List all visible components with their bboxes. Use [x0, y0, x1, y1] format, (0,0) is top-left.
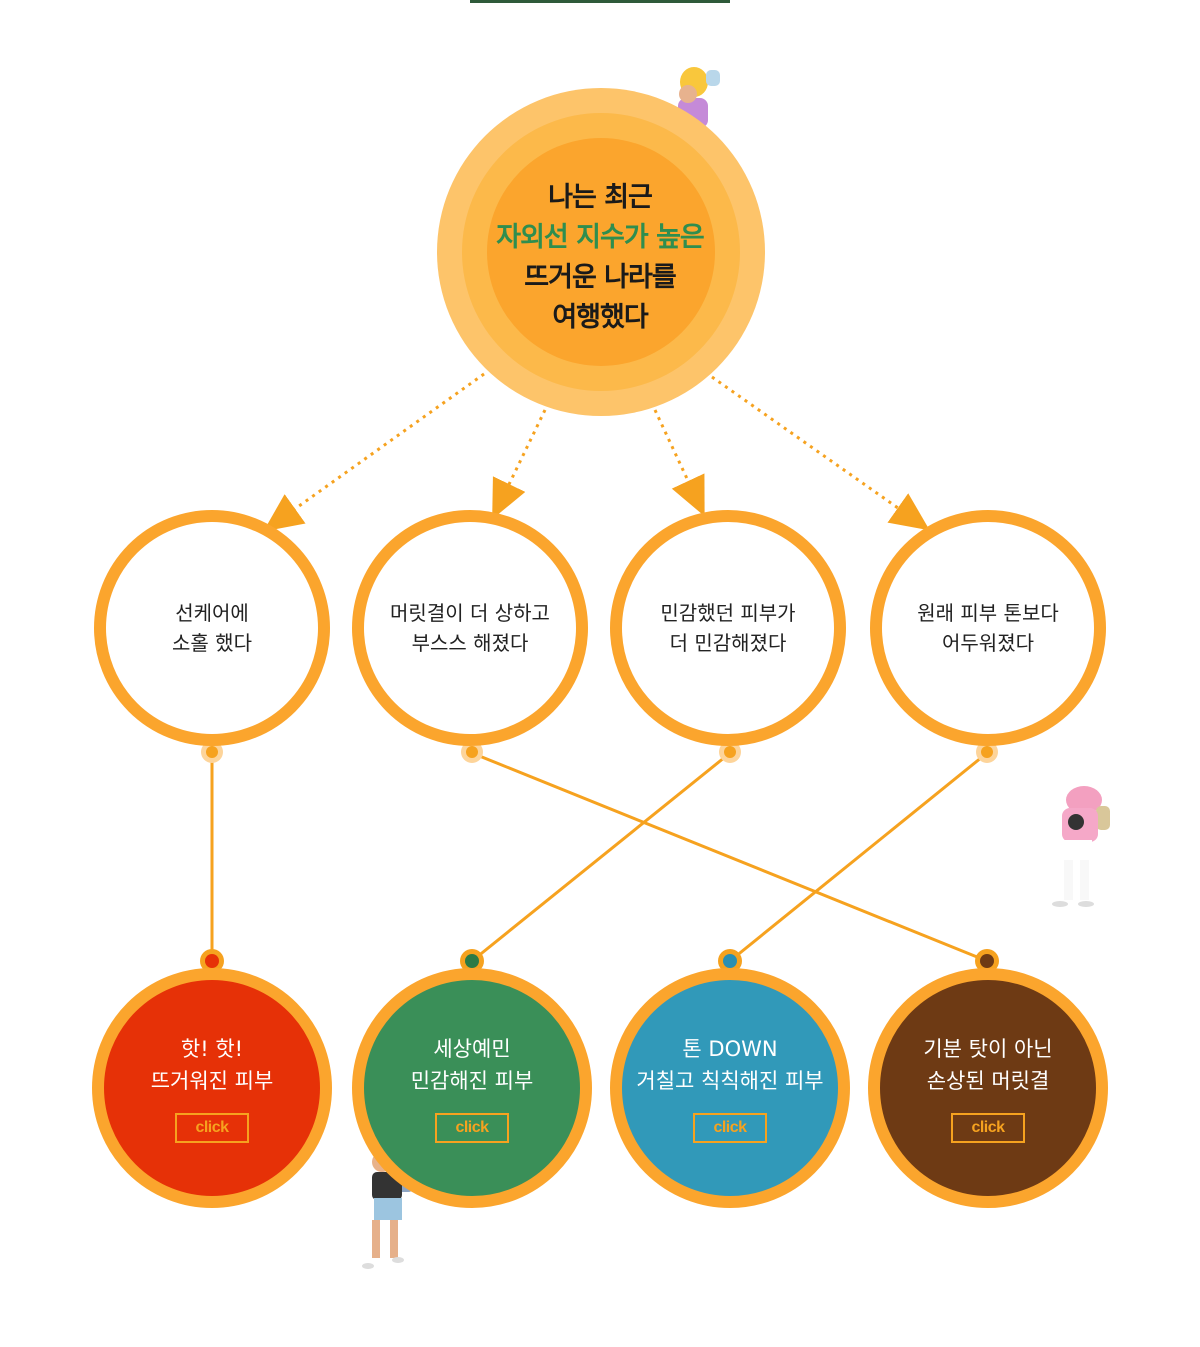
arrow-to-cause-2 [500, 410, 545, 503]
result-circle-damaged-hair[interactable]: 기분 탓이 아닌 손상된 머릿결 click [868, 968, 1108, 1208]
cause-4-line-2: 어두워졌다 [942, 628, 1034, 658]
traveler-figure-right-icon [1052, 786, 1110, 907]
arrow-to-cause-4 [712, 377, 915, 520]
result-2-line-1: 세상예민 [433, 1033, 510, 1065]
cause-circle-4: 원래 피부 톤보다 어두워졌다 [870, 510, 1106, 746]
link-cause2-result4 [472, 753, 987, 961]
hub-title: 나는 최근 자외선 지수가 높은 뜨거운 나라를 여행했다 [440, 178, 760, 338]
click-button-4[interactable]: click [951, 1113, 1025, 1143]
cause-circle-3: 민감했던 피부가 더 민감해졌다 [610, 510, 846, 746]
cause-circle-1: 선케어에 소홀 했다 [94, 510, 330, 746]
link-cause4-result3 [730, 753, 987, 961]
cause-2-line-1: 머릿결이 더 상하고 [390, 598, 550, 628]
link-cause3-result2 [472, 753, 730, 961]
result-1-line-1: 핫! 핫! [181, 1033, 243, 1065]
hub-line-2: 자외선 지수가 높은 [440, 218, 760, 258]
arrow-to-cause-3 [655, 410, 697, 500]
cause-3-line-1: 민감했던 피부가 [660, 598, 795, 628]
cause-dots [201, 741, 998, 763]
hub-line-3: 뜨거운 나라를 [440, 258, 760, 298]
click-button-3[interactable]: click [693, 1113, 767, 1143]
cause-3-line-2: 더 민감해졌다 [670, 628, 787, 658]
result-circle-sensitive-skin[interactable]: 세상예민 민감해진 피부 click [352, 968, 592, 1208]
arrow-to-cause-1 [278, 374, 484, 521]
result-circle-dull-skin[interactable]: 톤 DOWN 거칠고 칙칙해진 피부 click [610, 968, 850, 1208]
click-button-2[interactable]: click [435, 1113, 509, 1143]
hub-line-4: 여행했다 [440, 298, 760, 338]
result-3-line-2: 거칠고 칙칙해진 피부 [636, 1065, 823, 1097]
result-4-line-1: 기분 탓이 아닌 [923, 1033, 1052, 1065]
result-4-line-2: 손상된 머릿결 [927, 1065, 1050, 1097]
result-3-line-1: 톤 DOWN [682, 1033, 777, 1065]
cause-2-line-2: 부스스 해졌다 [412, 628, 529, 658]
result-1-line-2: 뜨거워진 피부 [151, 1065, 274, 1097]
click-button-1[interactable]: click [175, 1113, 249, 1143]
cause-4-line-1: 원래 피부 톤보다 [917, 598, 1059, 628]
result-2-line-2: 민감해진 피부 [411, 1065, 534, 1097]
hub-line-1: 나는 최근 [440, 178, 760, 218]
result-dots [200, 949, 999, 973]
cause-1-line-1: 선케어에 [175, 598, 249, 628]
cause-1-line-2: 소홀 했다 [172, 628, 252, 658]
cause-circle-2: 머릿결이 더 상하고 부스스 해졌다 [352, 510, 588, 746]
result-circle-hot-skin[interactable]: 핫! 핫! 뜨거워진 피부 click [92, 968, 332, 1208]
